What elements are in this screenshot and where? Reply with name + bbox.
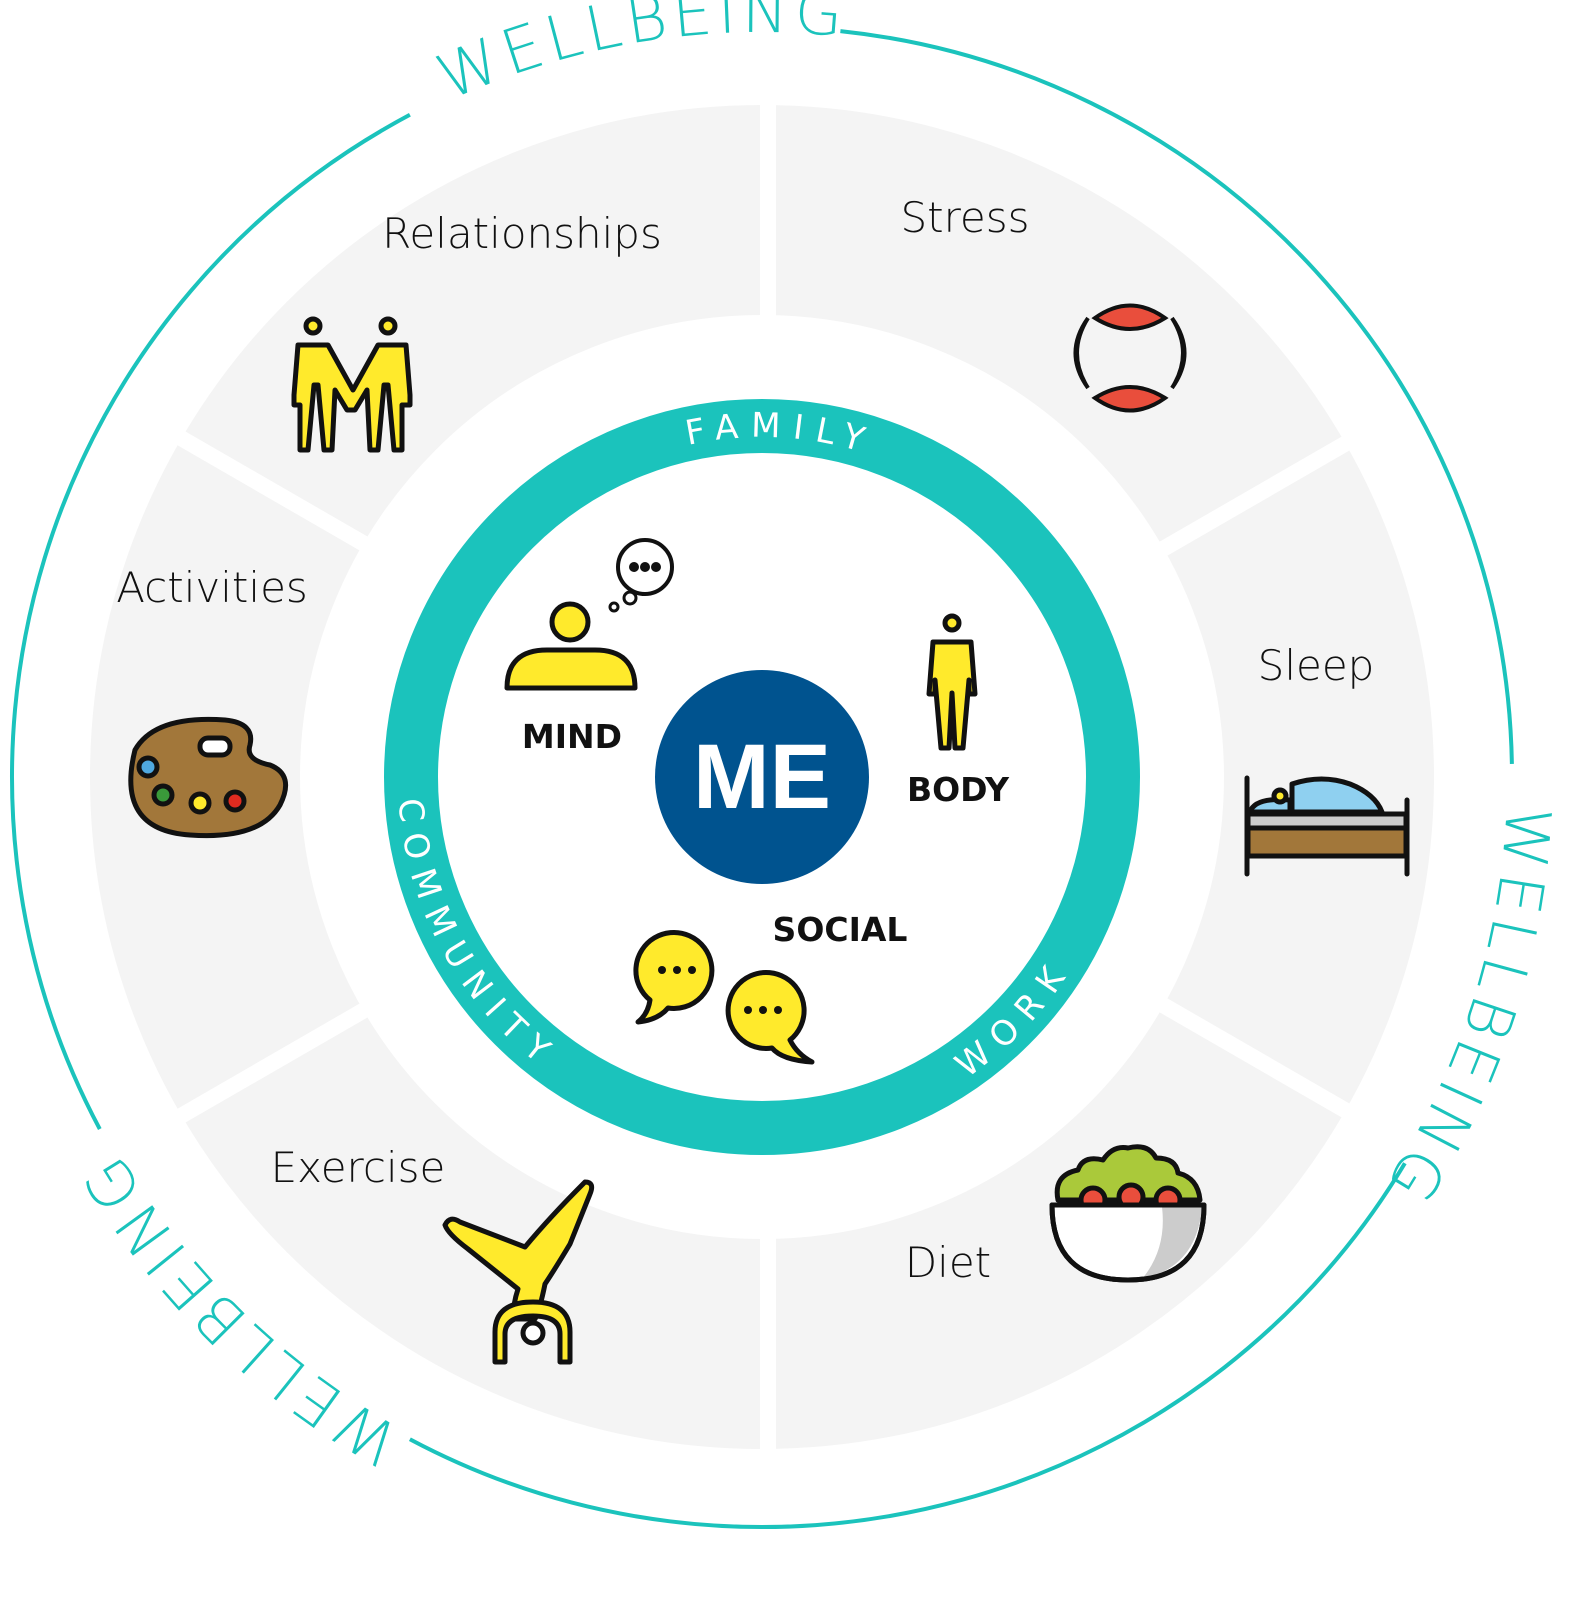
segment-label-relationships: Relationships [382,209,662,258]
outer-arc [840,29,1514,764]
person-in-bed-icon [1244,775,1410,877]
outer-arc [408,1162,1407,1529]
segment-label-exercise: Exercise [271,1143,446,1192]
paint-palette-icon [128,716,289,839]
anger-symbol-icon [1073,303,1187,413]
outer-wellbeing-circle [10,29,1514,1529]
speech-bubbles-icon [633,930,815,1065]
mind-label: MIND [522,717,622,756]
social-label: SOCIAL [773,910,908,949]
wellbeing-label-top: WELLBEING [427,0,851,114]
segment-label-sleep: Sleep [1258,641,1375,690]
two-people-holding-hands-icon [291,316,413,453]
standing-person-icon [926,613,978,751]
me-circle [655,670,869,884]
me-label: ME [693,726,831,828]
thinking-person-icon [504,538,674,691]
segment-label-diet: Diet [905,1238,991,1287]
salad-bowl-icon [1049,1144,1207,1283]
body-label: BODY [907,770,1010,809]
cartwheel-person-icon [442,1179,595,1365]
segment-label-activities: Activities [116,563,308,612]
outer-arc [10,113,411,1131]
segment-label-stress: Stress [900,193,1029,242]
